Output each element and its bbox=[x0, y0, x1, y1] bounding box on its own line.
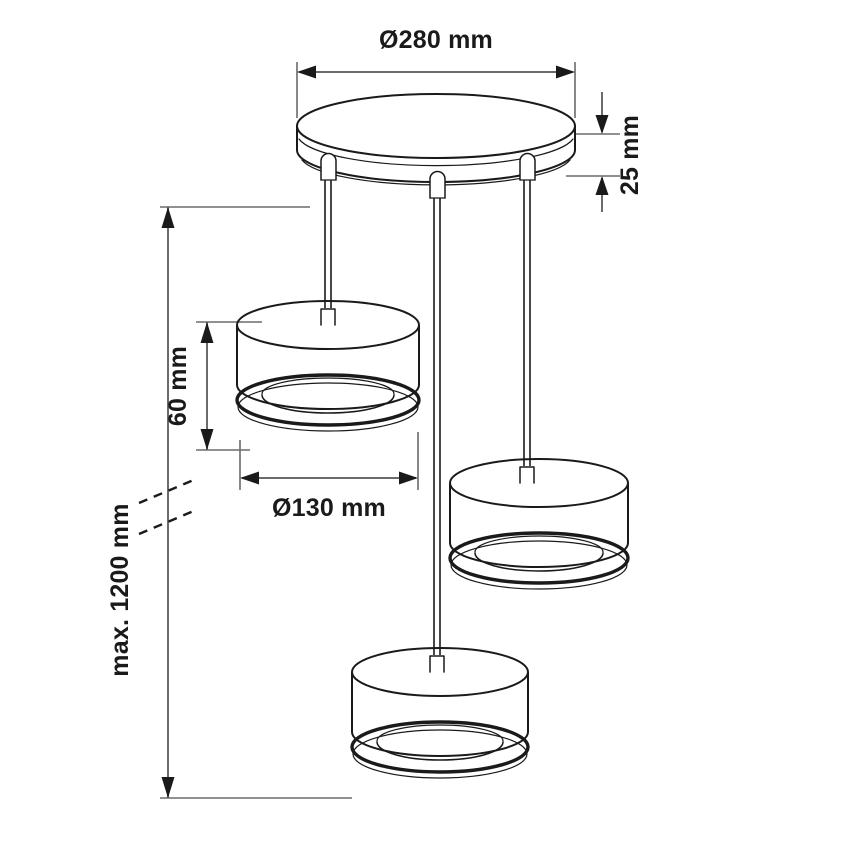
cable-outlet-center bbox=[429, 170, 446, 199]
lamp-shade-upper-left bbox=[235, 300, 421, 432]
lamp-shade-lower-center bbox=[350, 647, 530, 779]
cable-outlet-left bbox=[320, 152, 337, 181]
cable-outlet-right bbox=[519, 152, 536, 181]
label-max-drop: max. 1200 mm bbox=[106, 503, 134, 676]
label-shade-diameter: Ø130 mm bbox=[272, 494, 386, 522]
shade-ferrule-middle-right bbox=[519, 466, 535, 484]
suspension-cable-right bbox=[523, 180, 531, 468]
shade-ferrule-upper-left bbox=[320, 308, 336, 326]
suspension-cable-center bbox=[433, 198, 441, 658]
suspension-cable-left bbox=[324, 180, 332, 310]
label-canopy-diameter: Ø280 mm bbox=[379, 26, 493, 54]
dimension-shade-height bbox=[196, 321, 262, 451]
dimension-max-drop bbox=[138, 206, 352, 799]
label-canopy-height: 25 mm bbox=[616, 115, 644, 195]
label-shade-height: 60 mm bbox=[164, 346, 192, 426]
lamp-shade-middle-right bbox=[448, 458, 630, 590]
dimension-canopy-diameter bbox=[296, 62, 576, 118]
dimension-shade-diameter bbox=[239, 432, 419, 490]
shade-ferrule-lower-center bbox=[429, 655, 445, 673]
